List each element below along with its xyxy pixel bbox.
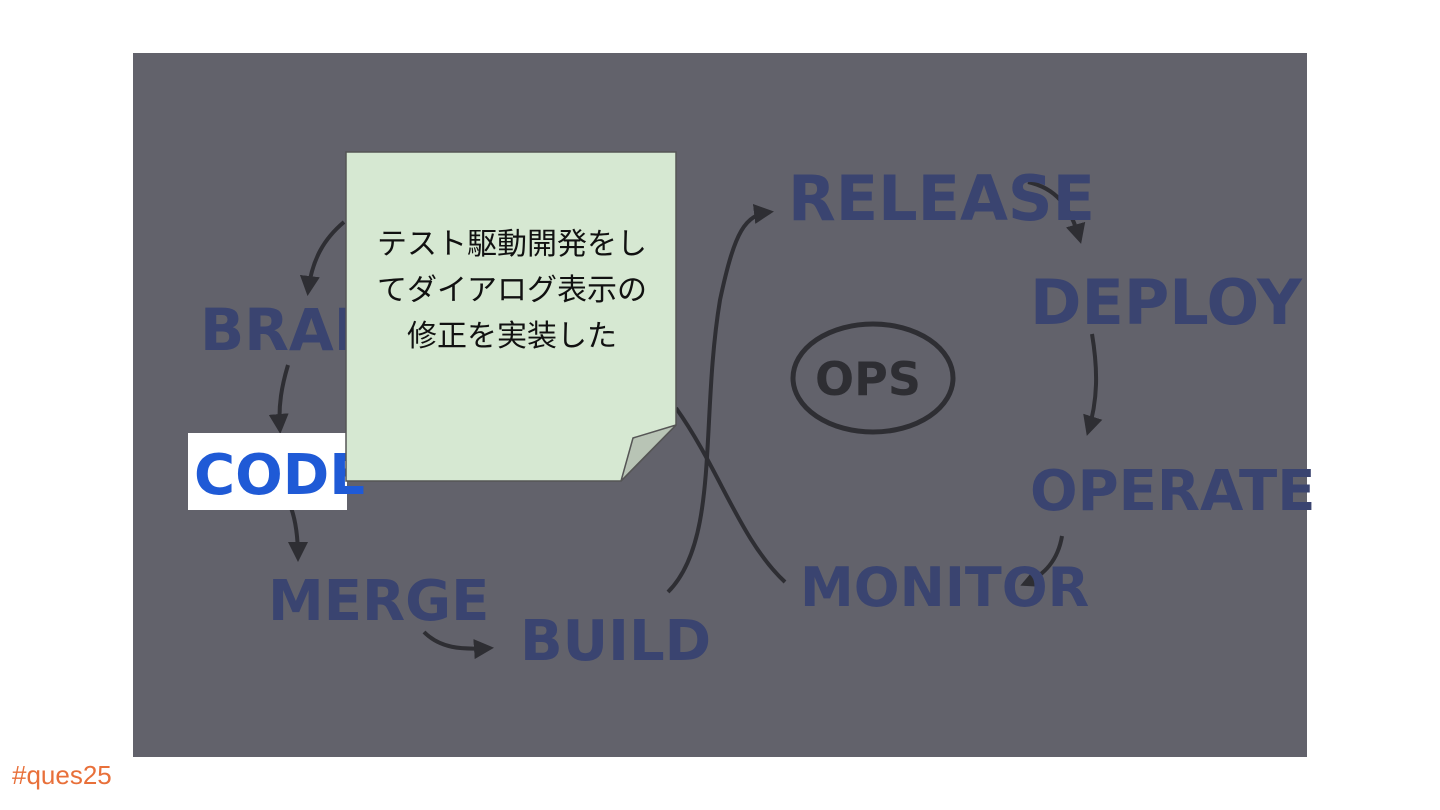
hashtag-label: #ques25 — [12, 760, 112, 790]
stage-code: CODE — [194, 443, 367, 508]
deploy-to-operate-arrow — [1083, 333, 1103, 436]
monitor-to-branch-curve — [674, 406, 787, 584]
stage-release: RELEASE — [788, 162, 1095, 235]
code-highlight-box — [188, 433, 347, 510]
sticky-note-fold — [620, 424, 677, 482]
merge-to-build-arrow — [422, 630, 494, 660]
release-to-deploy-arrow — [1027, 180, 1086, 244]
stage-monitor: MONITOR — [800, 556, 1089, 619]
branch-to-code-arrow — [268, 364, 290, 434]
diagram-background — [133, 53, 1307, 757]
sticky-note — [345, 151, 677, 482]
ops-circle — [790, 321, 956, 435]
stage-operate: OPERATE — [1030, 459, 1315, 524]
stage-merge: MERGE — [268, 569, 489, 634]
sticky-note-text: テスト駆動開発をし てダイアログ表示の 修正を実装した — [377, 227, 647, 354]
build-to-release-arrow — [666, 203, 774, 594]
stage-build: BUILD — [520, 609, 711, 674]
into-branch-arrow — [299, 220, 346, 296]
ops-label: OPS — [815, 352, 921, 406]
stage-deploy: DEPLOY — [1030, 266, 1303, 339]
operate-to-monitor-arrow — [1020, 535, 1064, 587]
